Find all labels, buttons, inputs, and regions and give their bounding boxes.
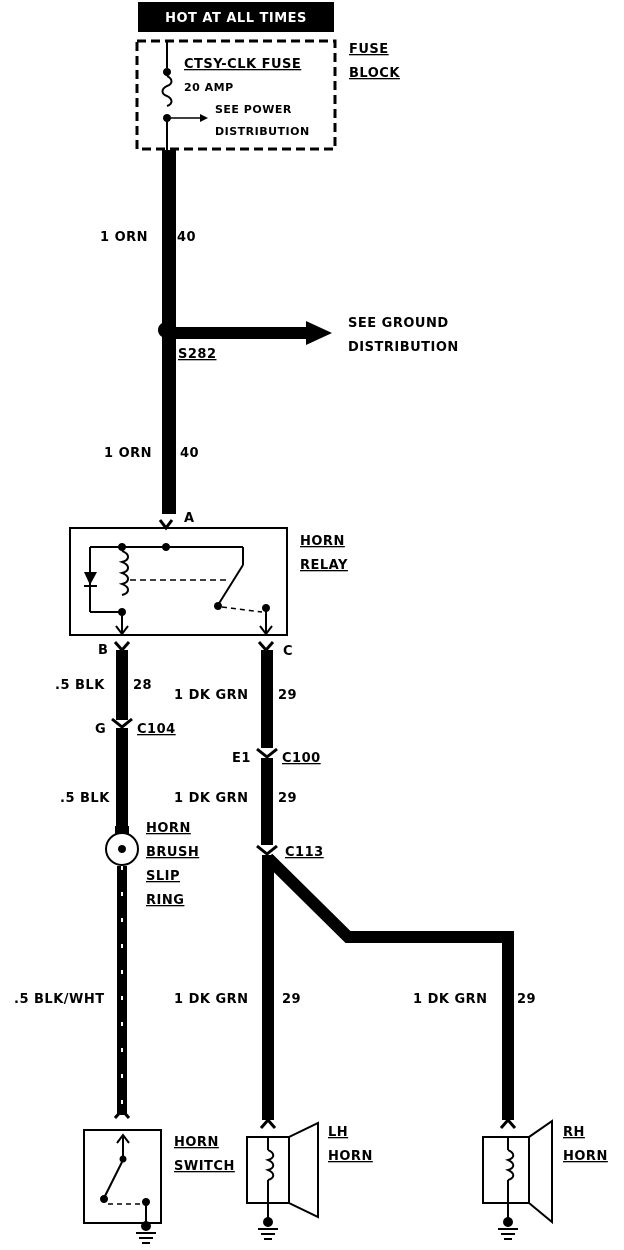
wire-lh-color: 1 DK GRN bbox=[174, 992, 249, 1007]
wire-lh-circuit: 29 bbox=[282, 992, 301, 1007]
ground-icon bbox=[258, 1217, 278, 1240]
horn-bell-icon bbox=[528, 1119, 553, 1225]
wire-switch-color: .5 BLK/WHT bbox=[14, 992, 105, 1007]
horn-relay: A HORN RELAY B C bbox=[69, 511, 348, 659]
arrow-right-icon bbox=[200, 114, 208, 122]
slip-ring-line1: HORN bbox=[146, 821, 191, 836]
dk-grn-wire: 1 DK GRN 29 E1 C100 1 DK GRN 29 C113 1 D… bbox=[174, 641, 536, 1120]
see-power-line2: DISTRIBUTION bbox=[215, 125, 310, 138]
wire-rh-circuit: 29 bbox=[517, 992, 536, 1007]
hot-at-all-times-banner: HOT AT ALL TIMES bbox=[138, 2, 334, 32]
ground-ref-line1: SEE GROUND bbox=[348, 316, 449, 331]
relay-pin-c: C bbox=[283, 644, 293, 659]
fuse-block: CTSY-CLK FUSE 20 AMP SEE POWER DISTRIBUT… bbox=[135, 39, 400, 151]
wire-rh-color: 1 DK GRN bbox=[413, 992, 488, 1007]
horn-brush-slip-ring: HORN BRUSH SLIP RING bbox=[105, 821, 199, 908]
connector-c104-icon bbox=[111, 717, 133, 729]
banner-text: HOT AT ALL TIMES bbox=[165, 11, 307, 26]
lh-horn-label-2: HORN bbox=[328, 1149, 373, 1164]
wire-mid-circuit: 40 bbox=[180, 446, 199, 461]
wire-top-circuit: 40 bbox=[177, 230, 196, 245]
ground-ref-line2: DISTRIBUTION bbox=[348, 340, 459, 355]
fuse-symbol-icon bbox=[161, 75, 173, 107]
c100-pin: E1 bbox=[232, 751, 251, 766]
ground-icon bbox=[136, 1221, 156, 1244]
horn-switch-label-1: HORN bbox=[174, 1135, 219, 1150]
relay-label-2: RELAY bbox=[300, 558, 348, 573]
horn-switch-label-2: SWITCH bbox=[174, 1159, 235, 1174]
rh-horn: RH HORN bbox=[482, 1117, 608, 1240]
c100-label: C100 bbox=[282, 751, 321, 766]
ground-arrow-icon bbox=[306, 321, 332, 345]
wire-top-color: 1 ORN bbox=[100, 230, 148, 245]
rh-horn-label-1: RH bbox=[563, 1125, 585, 1140]
c104-label: C104 bbox=[137, 722, 176, 737]
relay-coil-icon bbox=[118, 550, 129, 596]
c104-pin: G bbox=[95, 722, 106, 737]
slip-ring-line2: BRUSH bbox=[146, 845, 199, 860]
lh-horn-label-1: LH bbox=[328, 1125, 348, 1140]
ground-icon bbox=[498, 1217, 518, 1240]
wire-b-circuit: 28 bbox=[133, 678, 152, 693]
horn-coil-icon bbox=[505, 1149, 515, 1181]
splice-s282: S282 SEE GROUND DISTRIBUTION 1 ORN 40 bbox=[104, 316, 459, 461]
slip-ring-line4: RING bbox=[146, 893, 184, 908]
rh-horn-label-2: HORN bbox=[563, 1149, 608, 1164]
wire-c-lower-circuit: 29 bbox=[278, 791, 297, 806]
relay-pin-b: B bbox=[98, 643, 108, 658]
lh-horn: LH HORN bbox=[246, 1117, 373, 1240]
see-power-line1: SEE POWER bbox=[215, 103, 292, 116]
diode-icon bbox=[84, 572, 97, 585]
splice-label: S282 bbox=[178, 347, 217, 362]
wire-c-circuit: 29 bbox=[278, 688, 297, 703]
wire-c-lower-color: 1 DK GRN bbox=[174, 791, 249, 806]
c113-label: C113 bbox=[285, 845, 324, 860]
fuse-block-label-1: FUSE bbox=[349, 42, 389, 57]
blk-wire: .5 BLK 28 G C104 .5 BLK bbox=[55, 641, 176, 826]
wire-b-color: .5 BLK bbox=[55, 678, 105, 693]
fuse-name: CTSY-CLK FUSE bbox=[184, 57, 301, 72]
blk-wht-wire: .5 BLK/WHT bbox=[14, 866, 131, 1119]
wire-c-color: 1 DK GRN bbox=[174, 688, 249, 703]
wire-b-lower-color: .5 BLK bbox=[60, 791, 110, 806]
horn-switch: HORN SWITCH bbox=[83, 1129, 235, 1244]
horn-bell-icon bbox=[288, 1121, 319, 1219]
relay-switch-arm bbox=[217, 564, 244, 606]
connector-c113-icon bbox=[256, 844, 278, 856]
slip-ring-line3: SLIP bbox=[146, 869, 180, 884]
switch-contact-arm bbox=[103, 1159, 124, 1199]
horn-coil-icon bbox=[265, 1149, 275, 1181]
connector-c100-icon bbox=[256, 747, 278, 759]
fuse-block-label-2: BLOCK bbox=[349, 66, 400, 81]
relay-pin-a: A bbox=[184, 511, 195, 526]
fuse-rating: 20 AMP bbox=[184, 81, 234, 94]
connector-a-icon bbox=[158, 519, 174, 531]
wire-mid-color: 1 ORN bbox=[104, 446, 152, 461]
relay-label-1: HORN bbox=[300, 534, 345, 549]
